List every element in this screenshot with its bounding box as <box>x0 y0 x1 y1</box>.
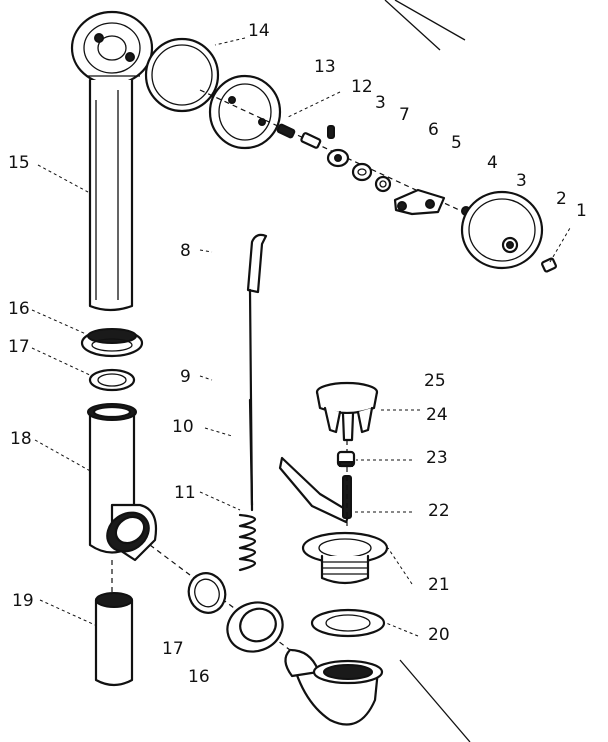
drain-tee-18 <box>87 403 158 562</box>
tailpiece-19 <box>94 560 134 687</box>
callout-11: 11 <box>174 483 196 503</box>
overflow-elbow <box>70 10 154 86</box>
washer-17a <box>88 368 136 392</box>
slip-nut-16b <box>226 601 284 653</box>
callout-25: 25 <box>424 371 446 391</box>
callout-19: 19 <box>12 591 34 611</box>
lever-faceplate-2 <box>460 190 544 270</box>
callout-13: 13 <box>314 57 336 77</box>
callout-17b: 17 <box>162 639 184 659</box>
overflow-plate-13 <box>208 74 282 150</box>
callout-16b: 16 <box>188 667 210 687</box>
faceplate-screw-1 <box>541 227 571 273</box>
stopper-24 <box>315 381 379 442</box>
callout-21: 21 <box>428 575 450 595</box>
callout-labels: 1 2 3 4 5 6 7 3 12 13 14 15 16 17 18 19 … <box>8 21 587 687</box>
callout-20: 20 <box>428 625 450 645</box>
drain-shoe-20 <box>284 608 386 726</box>
callout-14: 14 <box>248 21 270 41</box>
callout-18: 18 <box>10 429 32 449</box>
callout-24: 24 <box>426 405 448 425</box>
trip-lever-hardware <box>199 89 471 216</box>
leader-lines <box>31 37 420 637</box>
callout-8: 8 <box>180 241 191 261</box>
callout-15: 15 <box>8 153 30 173</box>
overflow-gasket-14 <box>144 37 220 113</box>
callout-9: 9 <box>180 367 191 387</box>
callout-1: 1 <box>576 201 587 221</box>
callout-22: 22 <box>428 501 450 521</box>
callout-10: 10 <box>172 417 194 437</box>
callout-23: 23 <box>426 448 448 468</box>
callout-6: 6 <box>428 120 439 140</box>
callout-5: 5 <box>451 133 462 153</box>
rocker-arm-22 <box>278 440 352 530</box>
background-marks <box>384 0 471 742</box>
callout-7: 7 <box>399 105 410 125</box>
callout-3: 3 <box>516 171 527 191</box>
callout-17a: 17 <box>8 337 30 357</box>
callout-16a: 16 <box>8 299 30 319</box>
slip-nut-16a <box>80 328 144 358</box>
lift-linkage <box>238 233 268 572</box>
callout-12: 12 <box>351 77 373 97</box>
callout-3b: 3 <box>375 93 386 113</box>
callout-2: 2 <box>556 189 567 209</box>
overflow-tube-15 <box>88 78 134 312</box>
callout-4: 4 <box>487 153 498 173</box>
stopper-nut-23 <box>336 450 356 468</box>
drain-body-21 <box>301 531 389 585</box>
